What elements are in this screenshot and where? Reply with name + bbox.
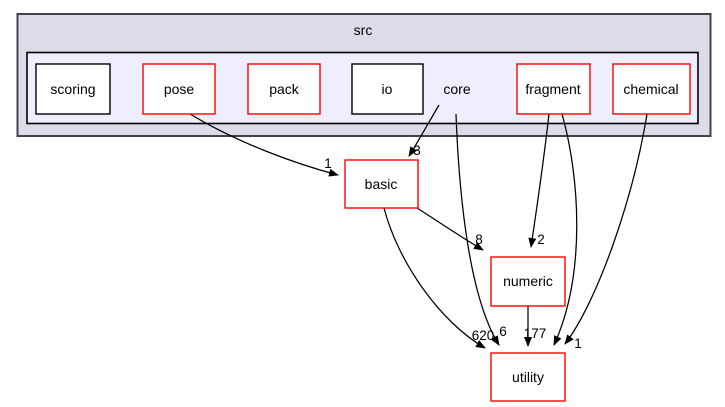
edge-label-chemical-utility: 1 (574, 336, 582, 351)
node-basic[interactable]: basic (344, 159, 419, 209)
chemical-box[interactable] (612, 63, 691, 115)
utility-box[interactable] (490, 352, 566, 402)
edge-label-core-basic: 3 (413, 143, 421, 158)
node-pack[interactable]: pack (247, 63, 321, 115)
edge-basic-utility (383, 207, 486, 349)
edge-basic-numeric (416, 207, 484, 251)
edge-label-core-utility: 6 (499, 324, 507, 339)
scoring-label: scoring (50, 81, 95, 97)
edge-core-basic (408, 104, 440, 157)
fragment-box[interactable] (516, 63, 591, 115)
edge-fragment-numeric (528, 113, 550, 248)
node-fragment[interactable]: fragment (516, 63, 591, 115)
node-io[interactable]: io (351, 63, 424, 115)
core-cluster-label[interactable]: core (443, 81, 470, 97)
basic-box[interactable] (344, 159, 419, 209)
io-box[interactable] (351, 63, 424, 115)
edge-label-pose-basic: 1 (324, 156, 332, 171)
edge-label-fragment-numeric: 2 (537, 232, 545, 247)
src-cluster-label[interactable]: src (354, 22, 373, 38)
edge-labels: 1 3 8 2 620 6 177 1 (324, 143, 582, 351)
node-scoring[interactable]: scoring (35, 63, 111, 115)
numeric-label: numeric (503, 273, 553, 289)
edge-pose-basic (189, 113, 339, 177)
edge-label-basic-utility: 620 (472, 328, 495, 343)
edge-fragment-utility (553, 113, 578, 346)
pose-box[interactable] (142, 63, 216, 115)
scoring-box[interactable] (35, 63, 111, 115)
node-utility[interactable]: utility (490, 352, 566, 402)
edge-chemical-utility (564, 113, 648, 345)
utility-label: utility (512, 369, 544, 385)
edge-label-basic-numeric: 8 (475, 232, 483, 247)
node-chemical[interactable]: chemical (612, 63, 691, 115)
node-numeric[interactable]: numeric (490, 256, 566, 307)
fragment-label: fragment (525, 81, 580, 97)
node-pose[interactable]: pose (142, 63, 216, 115)
numeric-box[interactable] (490, 256, 566, 307)
pack-box[interactable] (247, 63, 321, 115)
io-label: io (382, 81, 393, 97)
pose-label: pose (164, 81, 195, 97)
edge-core-utility (455, 113, 500, 346)
chemical-label: chemical (623, 81, 678, 97)
edges (189, 104, 648, 349)
pack-label: pack (269, 81, 300, 97)
edge-label-numeric-utility: 177 (524, 326, 547, 341)
basic-label: basic (365, 176, 398, 192)
